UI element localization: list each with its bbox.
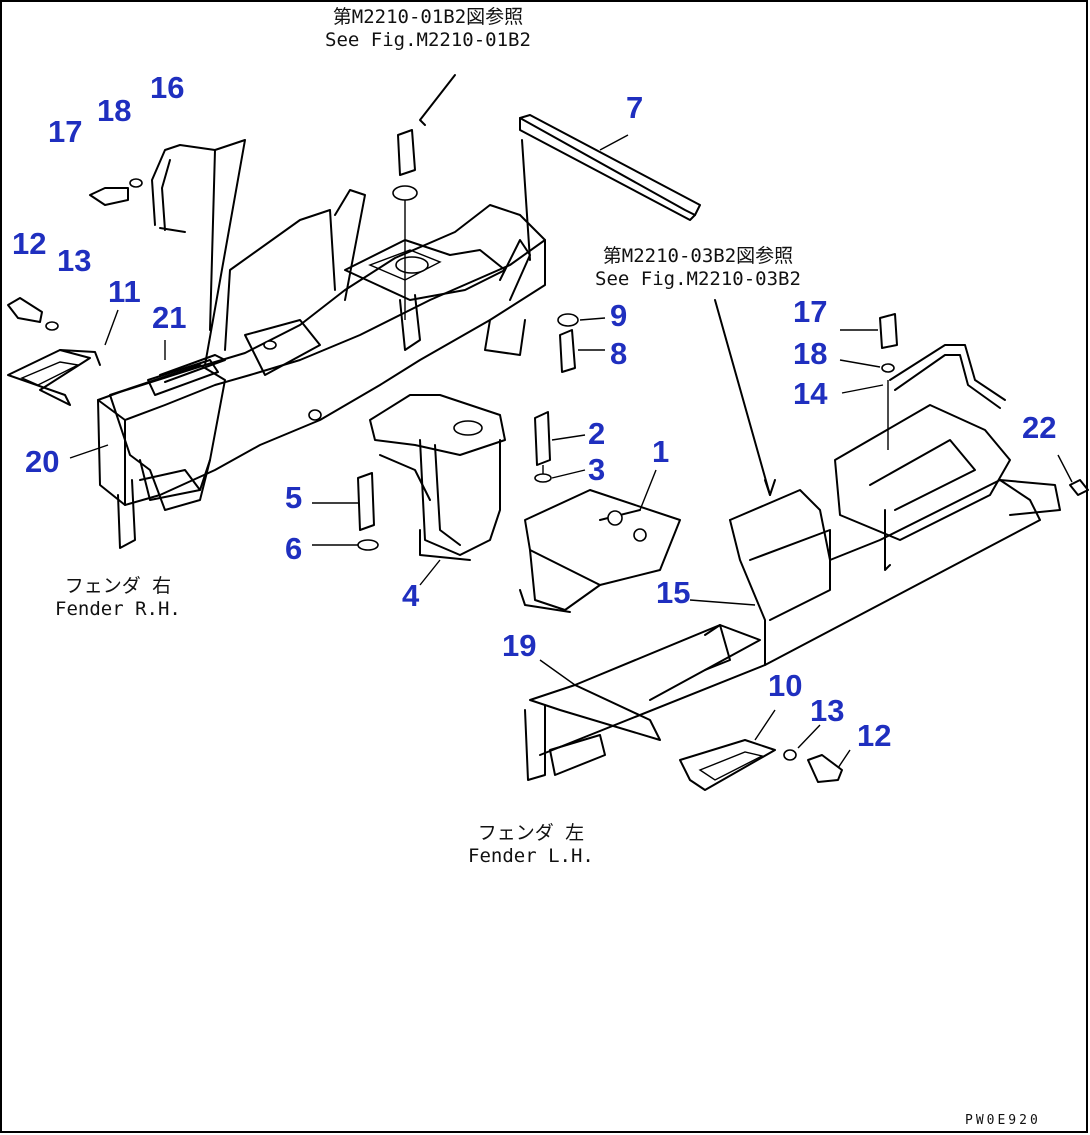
fender-left-label: フェンダ 左 Fender L.H. (468, 822, 594, 868)
bracket-7 (519, 114, 701, 216)
callout-11: 11 (108, 274, 141, 309)
washer-6 (357, 539, 379, 551)
callout-7: 7 (626, 90, 644, 125)
step-1 (519, 489, 681, 613)
step-10 (679, 739, 776, 791)
fender-left-label-en: Fender L.H. (468, 845, 594, 867)
callout-5: 5 (285, 480, 303, 515)
callout-21: 21 (152, 300, 187, 335)
callout-4: 4 (402, 578, 420, 613)
reference-note-right-jp: 第M2210-03B2図参照 (602, 245, 794, 267)
bracket-4 (369, 394, 506, 561)
bolt-2 (534, 411, 551, 478)
callout-10: 10 (768, 668, 803, 703)
handrail-right (889, 344, 1006, 409)
nut-9 (557, 313, 579, 327)
callout-20: 20 (25, 444, 60, 479)
callout-2: 2 (588, 416, 606, 451)
callout-6: 6 (285, 531, 303, 566)
callout-13-right: 13 (810, 693, 845, 728)
callout-18-left: 18 (97, 93, 132, 128)
leader-lines (69, 134, 1073, 769)
reference-note-right: 第M2210-03B2図参照 See Fig.M2210-03B2 (595, 245, 801, 291)
callout-14: 14 (793, 376, 828, 411)
fender-left-assembly (524, 404, 1061, 781)
callout-18-right: 18 (793, 336, 828, 371)
fender-right-label-jp: フェンダ 右 (64, 575, 172, 597)
fender-right-assembly (7, 139, 546, 549)
callout-19: 19 (502, 628, 537, 663)
handrail-16 (151, 144, 216, 233)
callout-22: 22 (1022, 410, 1057, 445)
bolt-17-left (89, 178, 143, 206)
bolt-22 (1069, 479, 1089, 496)
reference-note-right-en: See Fig.M2210-03B2 (595, 268, 801, 290)
bolt-12-right (807, 754, 843, 783)
bolt-12-left (7, 297, 59, 331)
washer-18-right (881, 363, 895, 373)
callout-12-left: 12 (12, 226, 47, 261)
callout-13-left: 13 (57, 243, 92, 278)
callout-17-left: 17 (48, 114, 83, 149)
callout-3: 3 (588, 452, 606, 487)
bolt-5 (357, 472, 375, 531)
reference-note-top-jp: 第M2210-01B2図参照 (332, 6, 524, 28)
reference-note-top: 第M2210-01B2図参照 See Fig.M2210-01B2 (325, 6, 531, 52)
bolt-17-right (879, 313, 898, 349)
washer-13-right (783, 749, 797, 761)
fender-right-label-en: Fender R.H. (55, 598, 181, 620)
reference-note-top-en: See Fig.M2210-01B2 (325, 29, 531, 51)
drawing-code: PW0E920 (965, 1113, 1041, 1128)
fender-right-label: フェンダ 右 Fender R.H. (55, 575, 181, 621)
callout-15: 15 (656, 575, 691, 610)
washer-3 (534, 473, 552, 483)
fender-left-label-jp: フェンダ 左 (477, 822, 585, 844)
bolt-8 (559, 329, 576, 373)
callout-12-right: 12 (857, 718, 892, 753)
top-cover-bolt (392, 74, 456, 320)
callout-1: 1 (652, 434, 670, 469)
callout-17-right: 17 (793, 294, 828, 329)
callout-9: 9 (610, 298, 628, 333)
callout-16: 16 (150, 70, 185, 105)
callout-8: 8 (610, 336, 628, 371)
